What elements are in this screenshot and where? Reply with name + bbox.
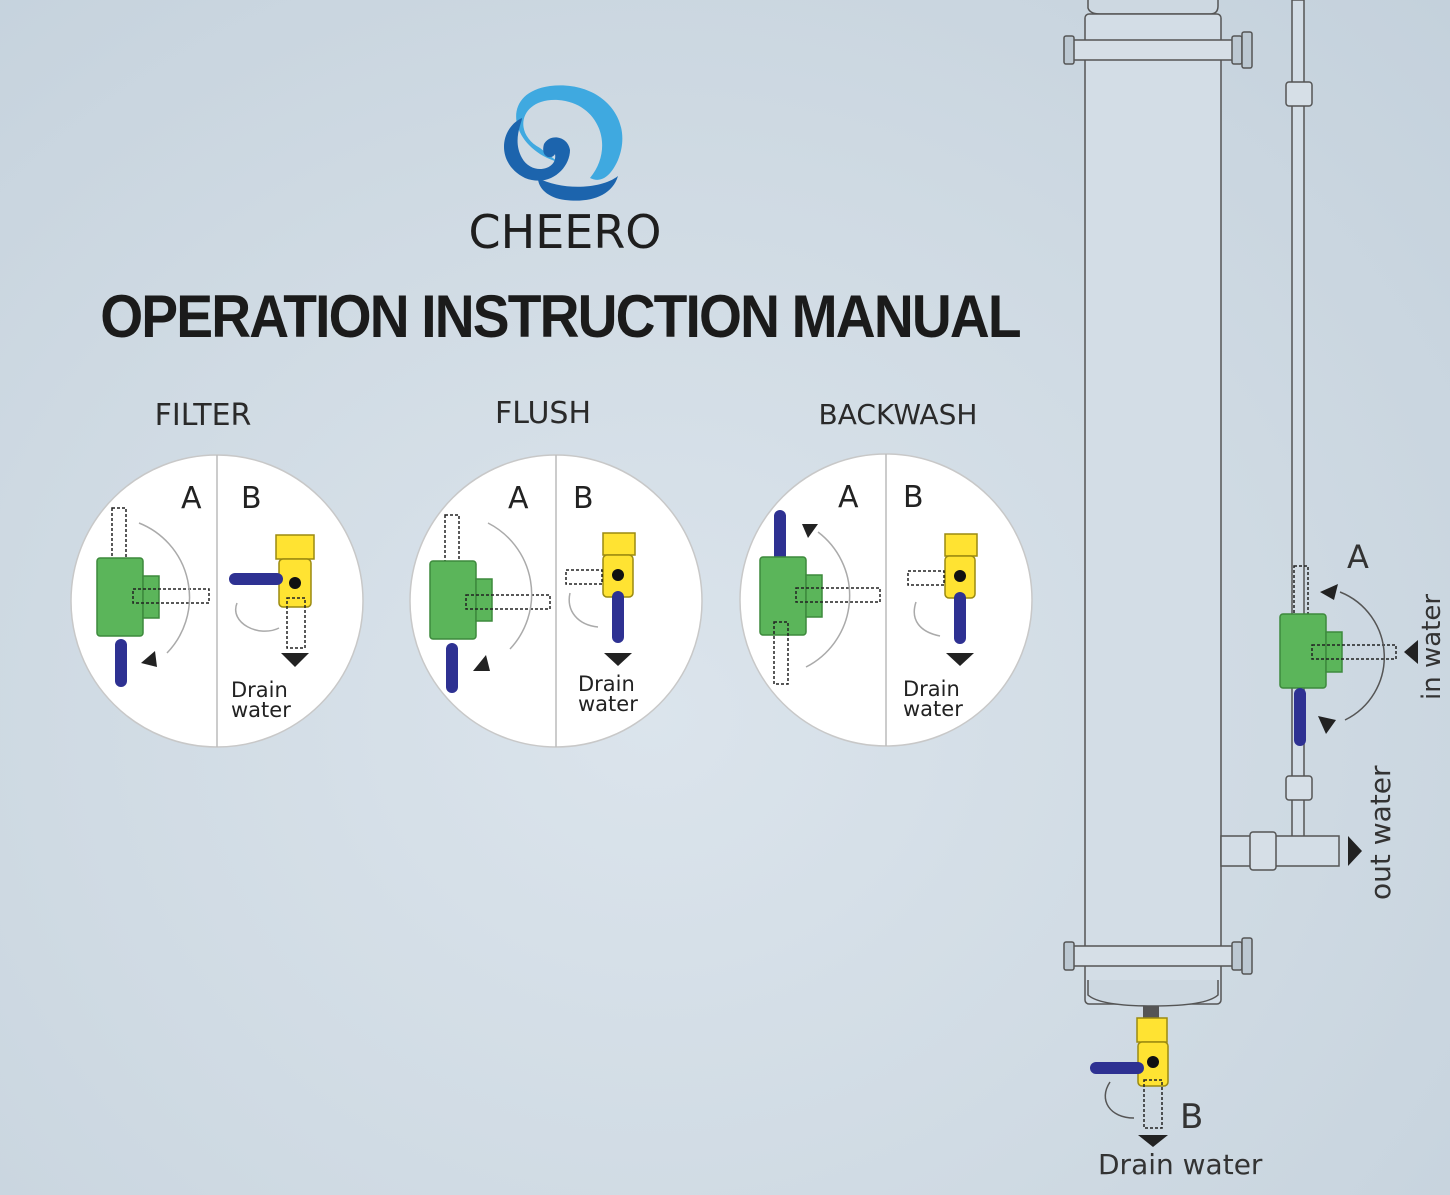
drain-label-line2: water bbox=[903, 697, 963, 721]
valve-a-label: A bbox=[508, 481, 529, 516]
page-title: OPERATION INSTRUCTION MANUAL bbox=[100, 283, 1021, 350]
valve-a-label: A bbox=[181, 481, 202, 516]
filter-housing bbox=[1084, 13, 1222, 1005]
flush-panel: A B Drain water bbox=[408, 453, 704, 749]
mode-label-backwash: BACKWASH bbox=[818, 398, 978, 431]
out-water-label: out water bbox=[1364, 765, 1397, 900]
mode-label-flush: FLUSH bbox=[494, 396, 592, 431]
drain-label-line1: Drain bbox=[903, 677, 960, 701]
valve-b-label: B bbox=[573, 481, 594, 516]
valve-a-label: A bbox=[838, 480, 859, 515]
in-water-label: in water bbox=[1417, 594, 1447, 700]
drain-label-line2: water bbox=[578, 692, 638, 716]
mode-label-filter: FILTER bbox=[154, 398, 252, 433]
drain-label-line1: Drain bbox=[231, 678, 288, 702]
valve-b-label: B bbox=[903, 480, 924, 515]
drain-label-line2: water bbox=[231, 698, 291, 722]
brand-name: CHEERO bbox=[468, 205, 662, 259]
backwash-panel: A B Drain water bbox=[738, 452, 1034, 748]
valve-a-label: A bbox=[1347, 538, 1369, 576]
drain-label-line1: Drain bbox=[578, 672, 635, 696]
drain-water-label: Drain water bbox=[1098, 1148, 1263, 1181]
valve-b-label: B bbox=[241, 481, 262, 516]
cheero-logo bbox=[503, 85, 623, 201]
filter-system-diagram: A in water out water B Drain water bbox=[1063, 0, 1447, 1181]
filter-panel: A B Drain water bbox=[69, 453, 365, 749]
valve-b-label: B bbox=[1180, 1097, 1203, 1137]
